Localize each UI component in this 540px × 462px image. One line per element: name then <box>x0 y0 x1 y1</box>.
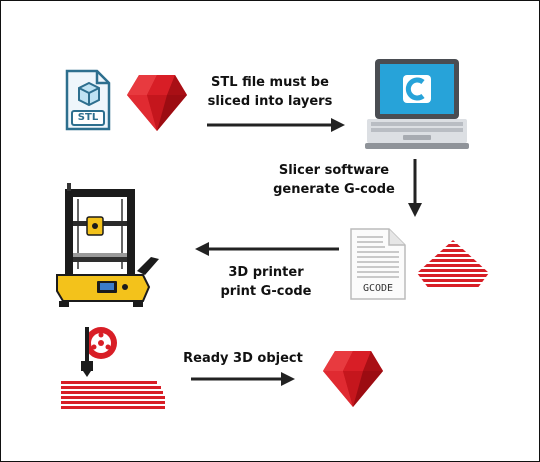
step2-caption-line2: generate G-code <box>273 182 395 197</box>
printing-layers-icon <box>57 325 167 411</box>
step1-caption-line1: STL file must be <box>211 75 329 90</box>
3d-printer-icon <box>53 183 165 311</box>
stl-file-icon: STL <box>63 69 113 133</box>
step3-caption-line1: 3D printer <box>228 265 304 280</box>
stl-file-label: STL <box>77 112 99 123</box>
arrow-left <box>193 241 341 257</box>
step2-caption-line1: Slicer software <box>278 163 390 178</box>
step3-caption: 3D printer print G-code <box>211 263 321 301</box>
sliced-object-layers <box>415 239 491 291</box>
stl-object-polyhedron <box>125 71 189 133</box>
step3-caption-line2: print G-code <box>220 284 312 299</box>
arrow-right-1 <box>205 117 347 133</box>
step1-caption: STL file must be sliced into layers <box>207 73 333 111</box>
gcode-file-icon: GCODE <box>349 227 407 301</box>
arrow-down <box>407 157 423 219</box>
gcode-file-label: GCODE <box>362 283 394 294</box>
laptop-slicer-icon <box>365 57 469 151</box>
finished-object-polyhedron <box>319 347 387 409</box>
step2-caption: Slicer software generate G-code <box>267 161 401 199</box>
step4-caption: Ready 3D object <box>183 351 303 366</box>
step1-caption-line2: sliced into layers <box>207 94 333 109</box>
arrow-right-2 <box>189 371 297 387</box>
